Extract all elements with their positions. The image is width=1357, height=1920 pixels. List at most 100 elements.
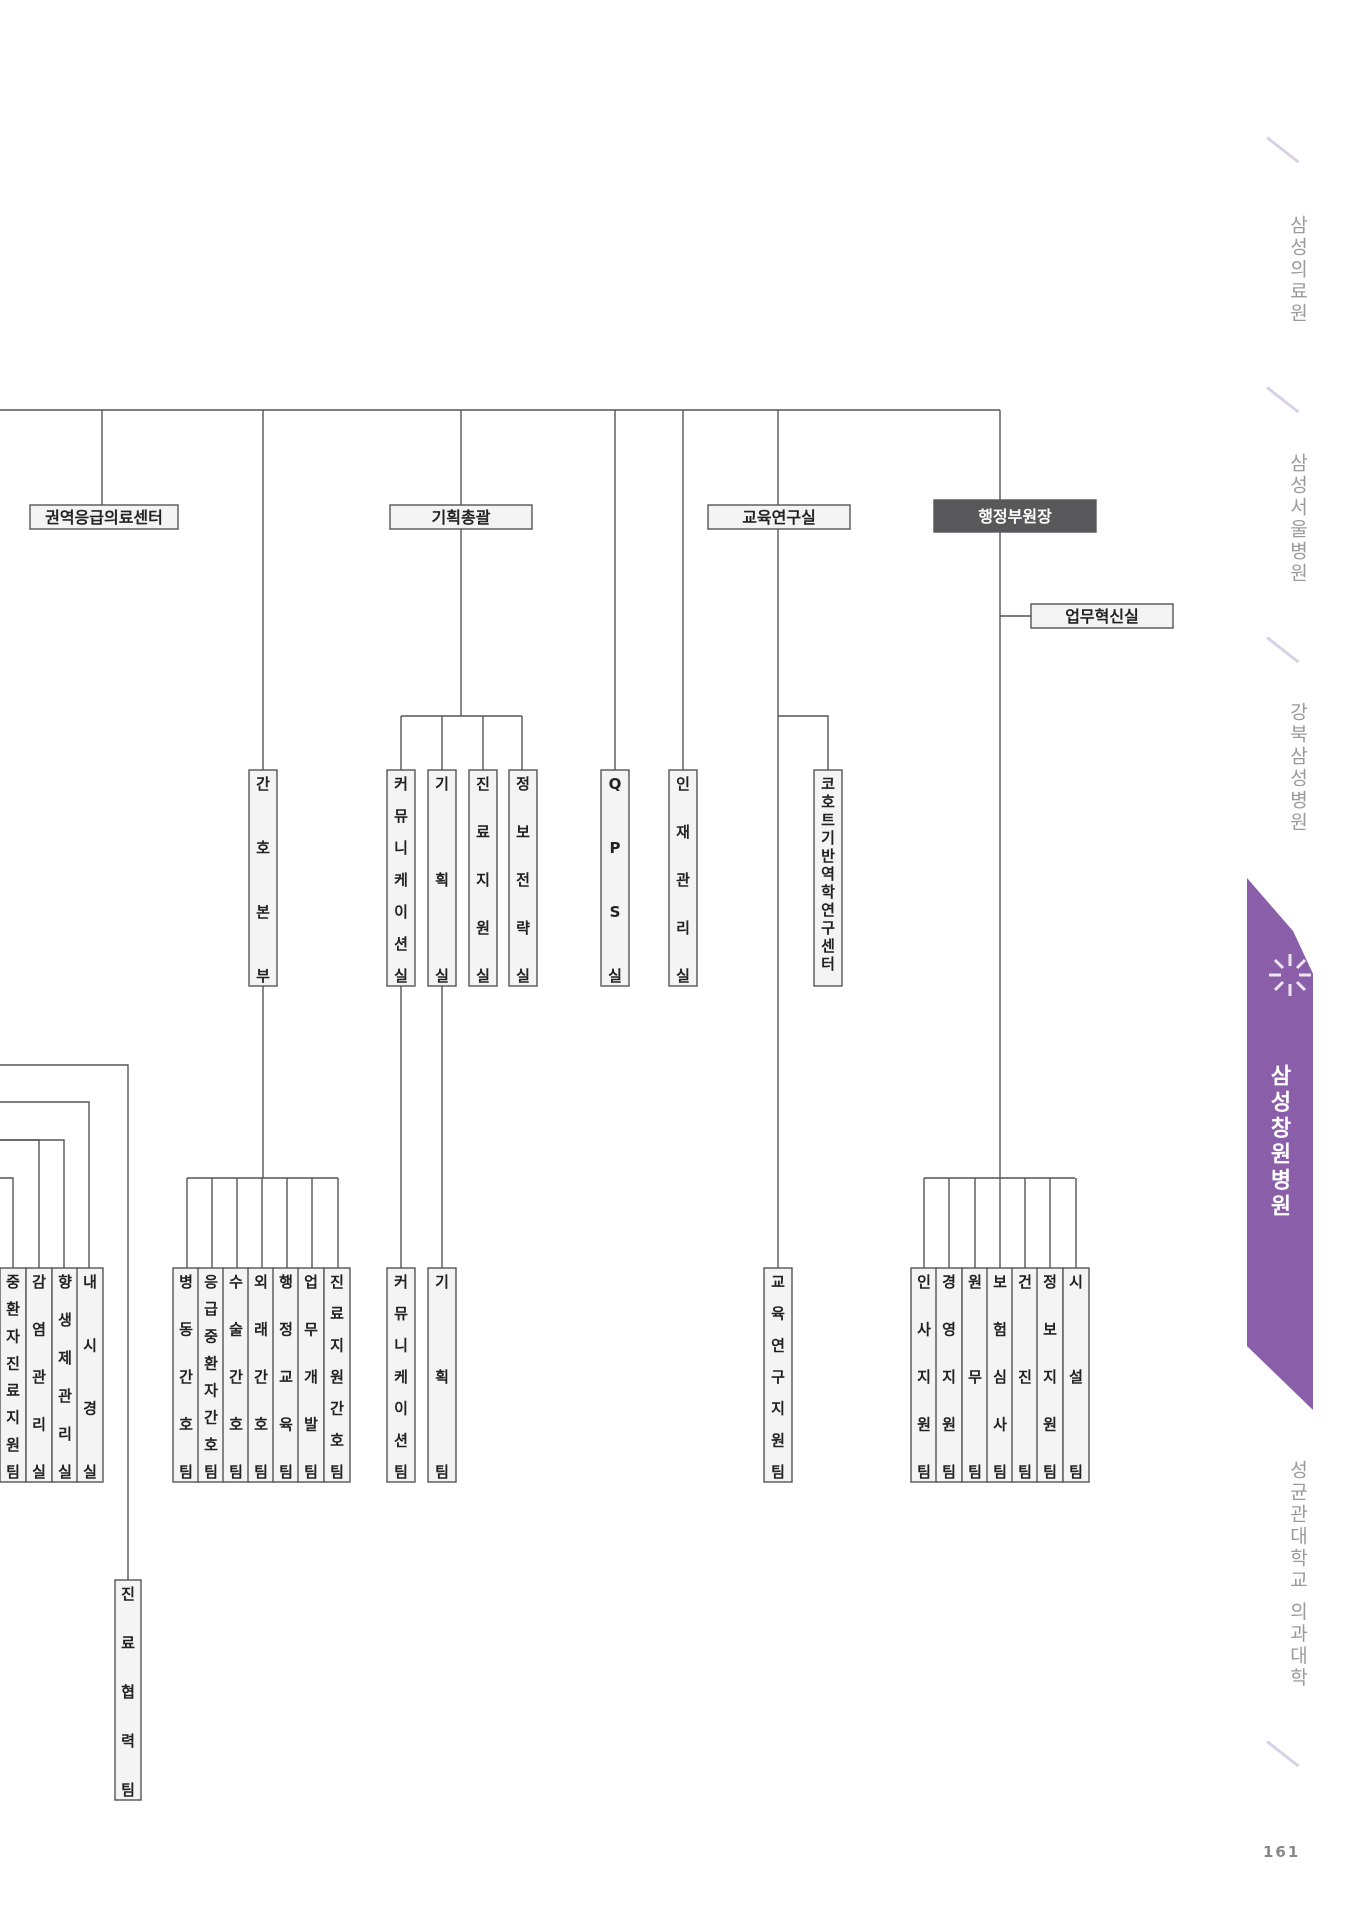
box-admin-team-3-box bbox=[961, 1267, 989, 1483]
box-admin-team-7-box bbox=[1062, 1267, 1090, 1483]
box-planning-office-box bbox=[427, 769, 457, 987]
box-left-team-3-box bbox=[51, 1267, 79, 1483]
box-nursing-division-box bbox=[248, 769, 278, 987]
connector-line bbox=[778, 715, 829, 770]
box-nursing-team-5-box bbox=[272, 1267, 300, 1483]
tab-skku-medical-school[interactable]: 성균관대학교 의과대학 bbox=[1237, 1460, 1357, 1689]
box-left-team-2-box bbox=[25, 1267, 53, 1483]
box-admin-vice-director-label: 행정부원장 bbox=[978, 507, 1052, 526]
box-admin-team-6-box bbox=[1036, 1267, 1064, 1483]
tab-label: 강북삼성병원 bbox=[1286, 702, 1309, 834]
divider-slash bbox=[1266, 386, 1300, 414]
tab-label: 성균관대학교 의과대학 bbox=[1286, 1460, 1309, 1690]
box-edu-research-support-team-box bbox=[763, 1267, 793, 1483]
box-admin-team-4-box bbox=[986, 1267, 1014, 1483]
sidebar-nav: 삼성의료원 삼성서울병원 강북삼성병원 삼성창원병원 성균관대학교 의과대학 bbox=[1237, 0, 1357, 1920]
box-business-innovation-box bbox=[1030, 603, 1174, 629]
box-talent-management-box bbox=[668, 769, 698, 987]
box-regional-emergency-center: 권역응급의료센터 bbox=[29, 504, 179, 530]
connector-line bbox=[0, 1139, 40, 1268]
box-education-research-box bbox=[707, 504, 851, 530]
tab-samsung-seoul-hospital[interactable]: 삼성서울병원 bbox=[1237, 453, 1357, 585]
connector-line bbox=[0, 1177, 14, 1268]
box-education-research: 교육연구실 bbox=[707, 504, 851, 530]
tab-label: 삼성의료원 bbox=[1286, 215, 1309, 325]
box-education-research-label: 교육연구실 bbox=[742, 508, 816, 527]
box-admin-vice-director-box bbox=[933, 499, 1097, 533]
page-number: 161 bbox=[1263, 1843, 1301, 1861]
connector-line bbox=[0, 1139, 65, 1268]
box-nursing-team-6-box bbox=[297, 1267, 325, 1483]
box-business-innovation-label: 업무혁신실 bbox=[1065, 607, 1139, 626]
box-nursing-team-3-box bbox=[222, 1267, 250, 1483]
box-admin-team-2-box bbox=[935, 1267, 963, 1483]
box-planning-general-label: 기획총괄 bbox=[432, 508, 491, 527]
box-medical-cooperation-team-box bbox=[114, 1579, 142, 1801]
box-admin-team-5-box bbox=[1011, 1267, 1039, 1483]
box-business-innovation: 업무혁신실 bbox=[1030, 603, 1174, 629]
divider-slash bbox=[1266, 636, 1300, 664]
box-cohort-research-center-box bbox=[813, 769, 843, 987]
tab-kangbuk-samsung-hospital[interactable]: 강북삼성병원 bbox=[1237, 702, 1357, 834]
sparkle-icon bbox=[1269, 954, 1311, 996]
box-regional-emergency-center-box bbox=[29, 504, 179, 530]
divider-slash bbox=[1266, 1740, 1300, 1768]
divider-slash bbox=[1266, 136, 1300, 164]
connector-line bbox=[0, 1064, 129, 1580]
box-clinical-support-office-box bbox=[468, 769, 498, 987]
box-planning-general: 기획총괄 bbox=[389, 504, 533, 530]
tab-samsung-medical-center[interactable]: 삼성의료원 bbox=[1237, 215, 1357, 325]
connector-line bbox=[0, 1101, 90, 1268]
box-planning-team-box bbox=[427, 1267, 457, 1483]
box-nursing-team-7-box bbox=[323, 1267, 351, 1483]
box-admin-vice-director: 행정부원장 bbox=[933, 499, 1097, 533]
box-left-team-4-box bbox=[76, 1267, 104, 1483]
box-communication-office-box bbox=[386, 769, 416, 987]
